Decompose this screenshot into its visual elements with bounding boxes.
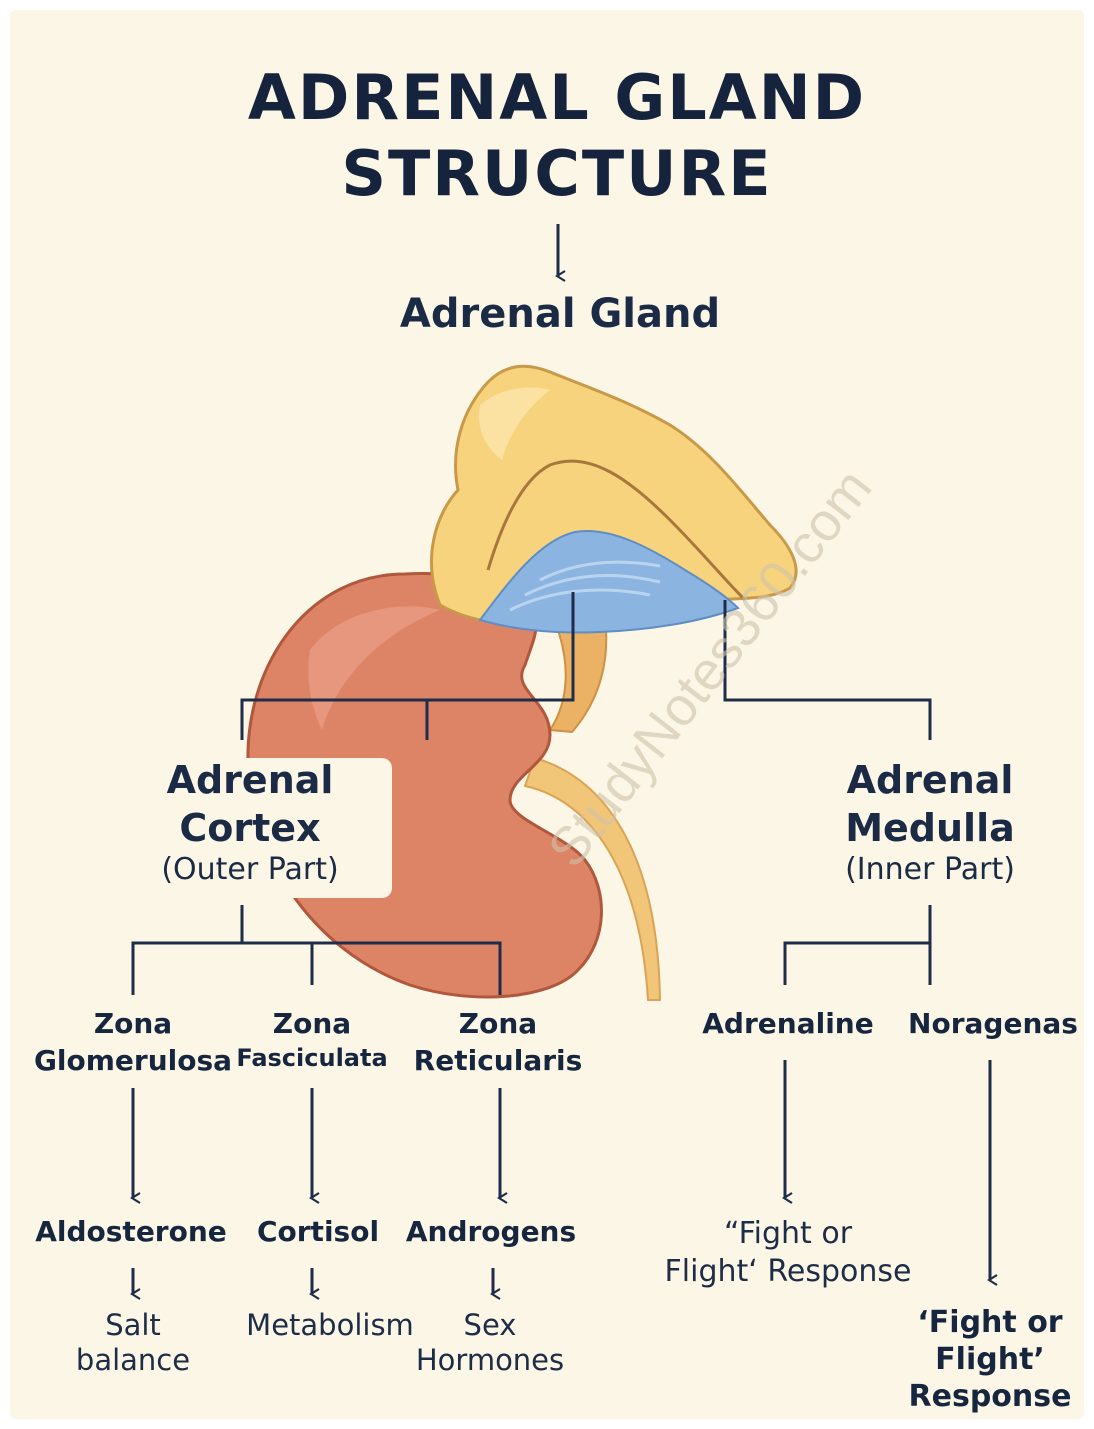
noragenas-response: ‘Fight or Flight’ Response	[909, 1304, 1072, 1416]
medulla-note: (Inner Part)	[845, 853, 1015, 887]
title-line-1: ADRENAL GLAND	[248, 60, 866, 136]
hormone-aldosterone: Aldosterone	[35, 1216, 227, 1247]
effect-line-1: Salt	[76, 1308, 190, 1343]
zone-word: Zona	[414, 1006, 583, 1043]
effect-sex-hormones: Sex Hormones	[416, 1308, 564, 1378]
zone-word: Zona	[236, 1006, 387, 1043]
page-title: ADRENAL GLAND STRUCTURE	[248, 60, 866, 211]
diagram-canvas: StudyNotes360.com ADRENAL GLAND STRUCTUR…	[10, 10, 1084, 1419]
hormone-cortisol: Cortisol	[257, 1216, 379, 1247]
response-line-1: ‘Fight or	[909, 1304, 1072, 1341]
gland-label: Adrenal Gland	[400, 292, 720, 337]
zone-word: Zona	[34, 1006, 232, 1043]
medulla-line-2: Medulla	[845, 804, 1015, 852]
zone-name: Fasciculata	[236, 1043, 387, 1075]
vessel-shape	[550, 620, 606, 732]
zone-name: Glomerulosa	[34, 1043, 232, 1080]
hormone-androgens: Androgens	[406, 1216, 576, 1247]
response-line-2: Flight‘ Response	[665, 1253, 912, 1291]
adrenaline-label: Adrenaline	[702, 1006, 873, 1043]
effect-line-1: Sex	[416, 1308, 564, 1343]
medulla-label: Adrenal Medulla (Inner Part)	[845, 756, 1015, 886]
effect-salt-balance: Salt balance	[76, 1308, 190, 1378]
cortex-line-1: Adrenal	[161, 756, 338, 804]
effect-line-1: Metabolism	[246, 1308, 414, 1343]
zone-name: Reticularis	[414, 1043, 583, 1080]
noragenas-label: Noragenas	[908, 1006, 1078, 1043]
zone-glomerulosa: Zona Glomerulosa	[34, 1006, 232, 1080]
medulla-line-1: Adrenal	[845, 756, 1015, 804]
effect-line-2: balance	[76, 1343, 190, 1378]
cortex-label: Adrenal Cortex (Outer Part)	[161, 756, 338, 886]
effect-line-2: Hormones	[416, 1343, 564, 1378]
response-line-1: “Fight or	[665, 1215, 912, 1253]
response-line-2: Flight’	[909, 1341, 1072, 1378]
cortex-line-2: Cortex	[161, 804, 338, 852]
zone-fasciculata: Zona Fasciculata	[236, 1006, 387, 1075]
response-line-3: Response	[909, 1378, 1072, 1415]
effect-metabolism: Metabolism	[246, 1308, 414, 1343]
adrenaline-response: “Fight or Flight‘ Response	[665, 1215, 912, 1290]
illustration-layer	[10, 10, 1084, 1419]
title-line-2: STRUCTURE	[248, 136, 866, 212]
zone-reticularis: Zona Reticularis	[414, 1006, 583, 1080]
cortex-note: (Outer Part)	[161, 853, 338, 887]
